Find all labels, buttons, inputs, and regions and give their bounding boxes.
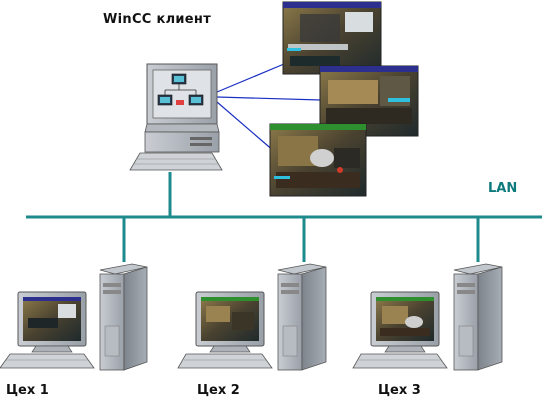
workstation-1-label: Цех 1 [6,383,49,398]
process-screen-2 [319,65,419,137]
client-computer [129,63,223,171]
workstation-3-tower [453,263,503,371]
workstation-2-tower [277,263,327,371]
workstation-2 [177,263,327,371]
process-screen-1 [282,1,382,75]
process-screen-3 [269,123,367,197]
lan-bus [26,172,542,262]
workstation-1-tower [99,263,148,371]
workstation-3-label: Цех 3 [378,383,421,398]
workstation-3-monitor [352,291,448,369]
client-screen-links [216,63,322,153]
workstation-2-label: Цех 2 [197,383,240,398]
workstation-1-monitor [0,291,95,369]
lan-label: LAN [488,181,518,196]
client-screen-icons [157,73,204,106]
workstation-2-monitor [177,291,273,369]
workstation-3 [352,263,503,371]
client-label: WinCC клиент [103,12,212,27]
workstation-1 [0,263,148,371]
